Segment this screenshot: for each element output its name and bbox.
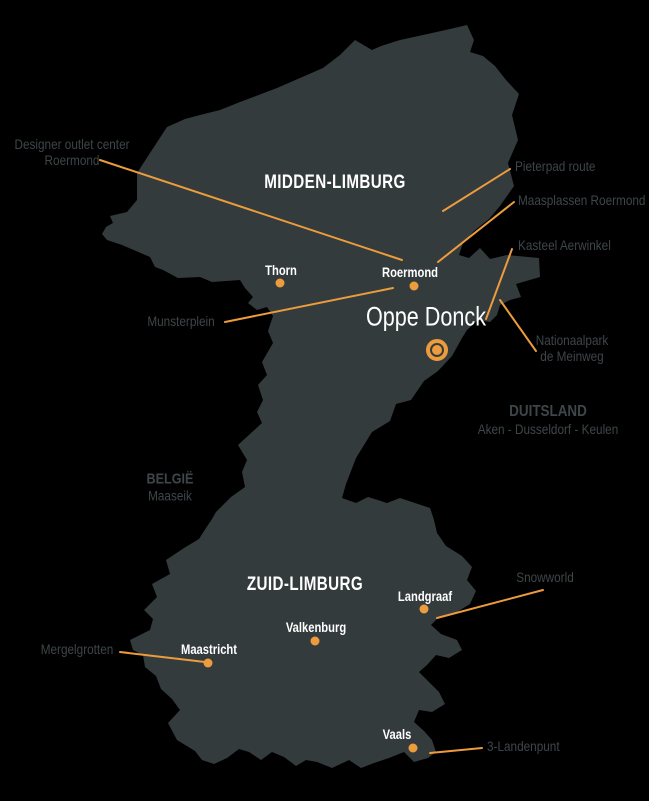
city-dot-thorn xyxy=(275,278,285,288)
poi-label-designer-outlet: Designer outlet center Roermond xyxy=(14,136,129,168)
country-label-duitsland: DUITSLAND Aken - Dusseldorf - Keulen xyxy=(478,403,619,437)
poi-line-2: Roermond xyxy=(44,152,100,168)
city-dot-vaals xyxy=(408,743,418,753)
connector-kasteel-aerwinkel xyxy=(485,248,513,320)
poi-label-pieterpad-route: Pieterpad route xyxy=(515,157,596,174)
connector-3-landenpunt xyxy=(429,747,483,754)
city-label-valkenburg: Valkenburg xyxy=(285,618,347,635)
region-label-zuid-limburg: ZUID-LIMBURG xyxy=(246,574,364,596)
poi-label-snowworld: Snowworld xyxy=(516,568,574,585)
city-label-roermond: Roermond xyxy=(382,263,438,280)
country-subtitle: Maaseik xyxy=(148,487,192,504)
poi-label-maasplassen: Maasplassen Roermond xyxy=(518,191,646,208)
poi-line-1: Nationaalpark xyxy=(535,331,609,348)
featured-location-label: Oppe Donck xyxy=(365,301,487,332)
city-dot-landgraaf xyxy=(419,604,429,614)
poi-label-munsterplein: Munsterplein xyxy=(147,312,215,329)
connector-pieterpad-route xyxy=(442,168,511,212)
city-label-thorn: Thorn xyxy=(265,261,297,278)
connector-snowworld xyxy=(436,589,544,619)
poi-line-1: Designer outlet center xyxy=(14,135,130,152)
city-dot-valkenburg xyxy=(310,636,320,646)
city-label-maastricht: Maastricht xyxy=(180,640,238,657)
poi-line-2: de Meinweg xyxy=(540,348,604,364)
connector-maasplassen xyxy=(437,201,515,263)
poi-label-mergelgrotten: Mergelgrotten xyxy=(40,640,114,657)
city-dot-maastricht xyxy=(203,658,213,668)
country-label-belgie: BELGIË Maaseik xyxy=(147,470,194,503)
city-dot-roermond xyxy=(409,281,419,291)
poi-label-nationaalpark-meinweg: Nationaalpark de Meinweg xyxy=(536,332,609,364)
connector-munsterplein xyxy=(224,287,394,323)
connector-nationaalpark-meinweg xyxy=(499,299,537,352)
poi-label-kasteel-aerwinkel: Kasteel Aerwinkel xyxy=(518,236,611,253)
country-subtitle: Aken - Dusseldorf - Keulen xyxy=(477,421,619,438)
connector-mergelgrotten xyxy=(119,651,206,663)
city-label-landgraaf: Landgraaf xyxy=(397,587,453,604)
connector-designer-outlet xyxy=(99,159,403,261)
poi-label-3-landenpunt: 3-Landenpunt xyxy=(487,737,560,754)
city-label-vaals: Vaals xyxy=(382,725,412,742)
oppe-donck-marker xyxy=(426,339,448,361)
limburg-province-shape xyxy=(102,25,540,768)
region-label-midden-limburg: MIDDEN-LIMBURG xyxy=(264,172,406,194)
country-name: DUITSLAND xyxy=(509,402,587,420)
country-name: BELGIË xyxy=(146,470,194,488)
